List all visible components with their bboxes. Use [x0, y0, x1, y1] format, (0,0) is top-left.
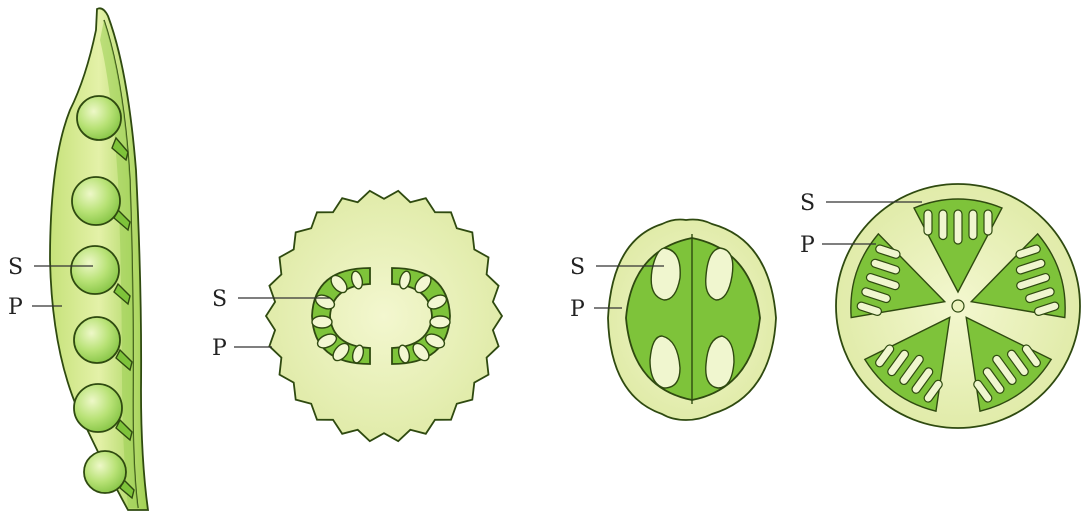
seed — [74, 317, 120, 363]
seed — [84, 451, 126, 493]
pericarp-label: P — [570, 297, 585, 322]
seed-label: S — [800, 191, 815, 216]
seed-label: S — [570, 255, 585, 280]
locule-seed — [924, 210, 932, 235]
round-fruit-figure: S P — [800, 184, 1080, 428]
seed — [77, 96, 121, 140]
pericarp-label: P — [800, 233, 815, 258]
locule-seed — [984, 210, 992, 235]
fruit-axis — [952, 300, 964, 312]
seed — [71, 246, 119, 294]
wavy-fruit-figure: S P — [212, 191, 502, 441]
seed-label: S — [8, 255, 23, 280]
pericarp-label: P — [8, 295, 23, 320]
pericarp-label: P — [212, 336, 227, 361]
seed-label: S — [212, 287, 227, 312]
locule-seed — [954, 210, 962, 244]
seed — [72, 177, 120, 225]
seed — [74, 384, 122, 432]
oval-fruit-figure: S P — [570, 220, 776, 421]
locule-seed — [969, 210, 977, 240]
wavy-fruit-outline — [266, 191, 502, 441]
locule-seed — [939, 210, 947, 240]
pod-figure: S P — [8, 8, 148, 510]
